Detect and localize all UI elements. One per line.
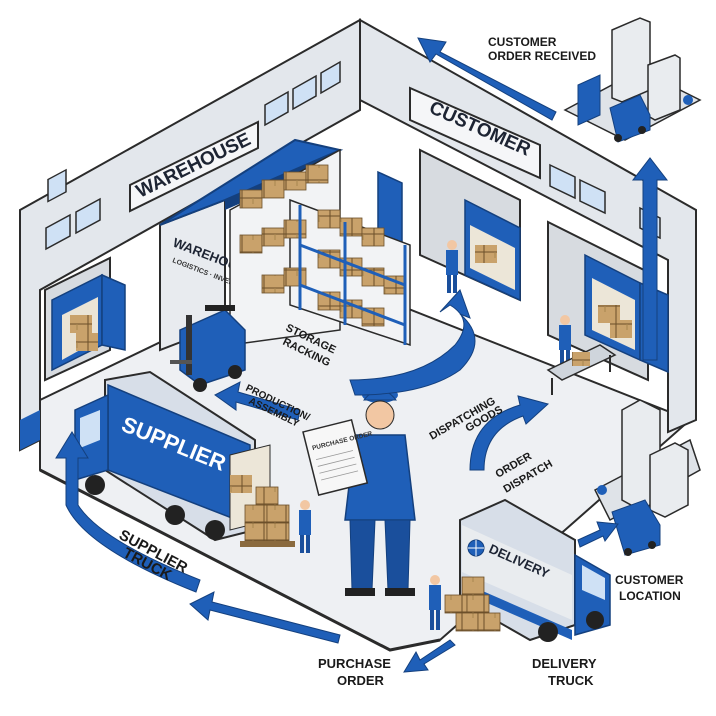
label-delivery-truck-line2: TRUCK [548, 673, 594, 688]
label-customer-order-line1: CUSTOMER [488, 35, 557, 49]
label-purchase-order-line2: ORDER [337, 673, 385, 688]
label-customer-location-line2: LOCATION [619, 589, 681, 603]
arrow-to-customer-location [578, 522, 618, 547]
worker-bay-2 [559, 315, 571, 366]
label-purchase-order-line1: PURCHASE [318, 656, 391, 671]
label-customer-location-line1: CUSTOMER [615, 573, 684, 587]
supplier-pallet-base [240, 541, 295, 547]
label-customer-order-line2: ORDER RECEIVED [488, 49, 596, 63]
label-delivery-truck-line1: DELIVERY [532, 656, 597, 671]
city-buildings-icon [565, 18, 700, 142]
